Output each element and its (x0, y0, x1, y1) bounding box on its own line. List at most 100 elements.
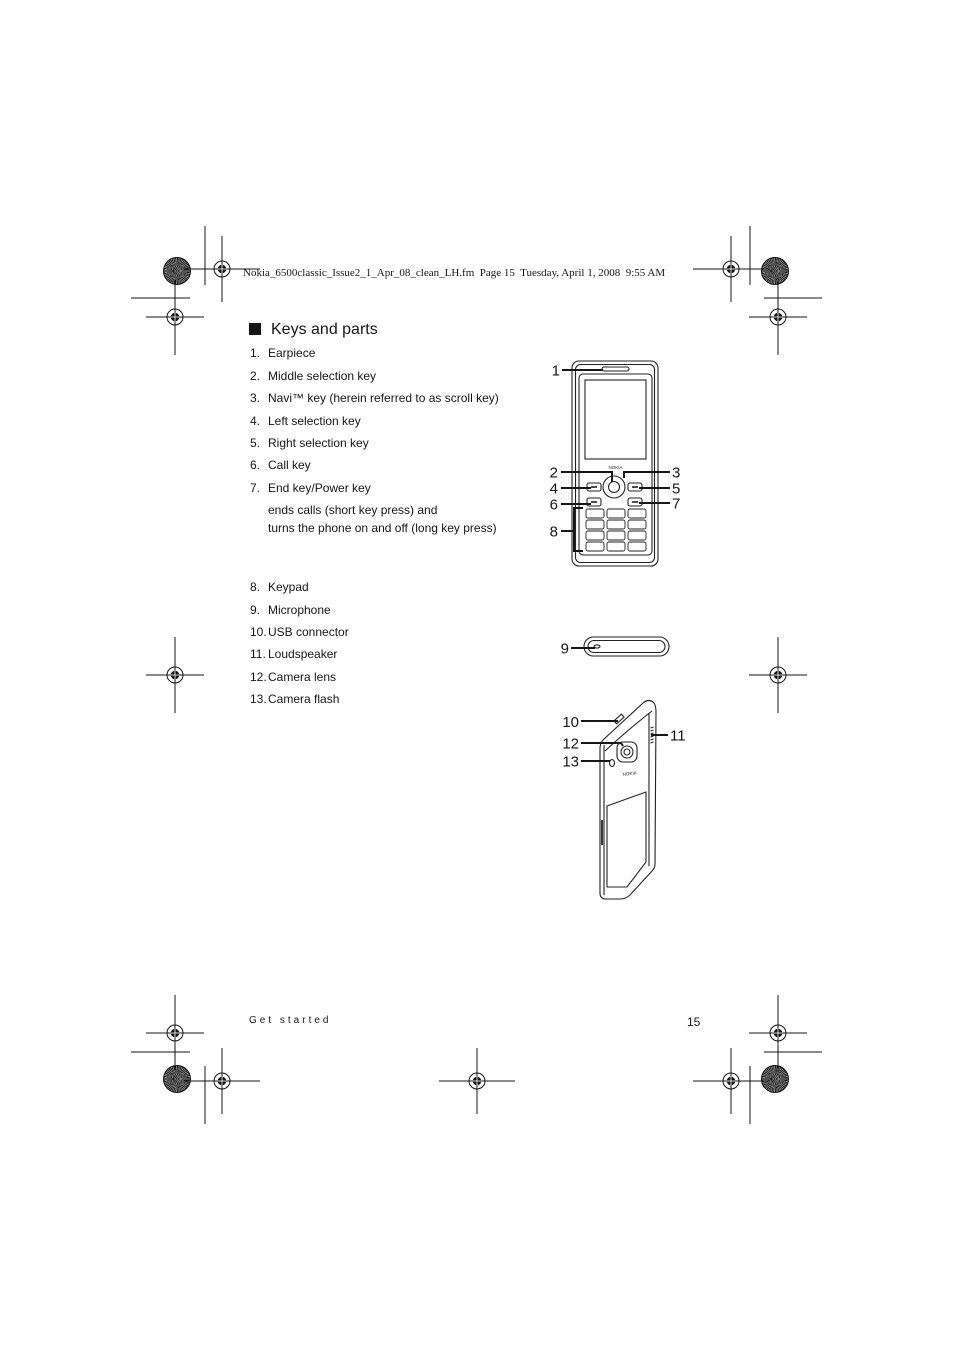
list-item: 2. Middle selection key (250, 368, 540, 384)
list-item-number: 9. (250, 603, 261, 617)
list-item: 5. Right selection key (250, 435, 540, 451)
list-item-number: 2. (250, 369, 261, 383)
list-item-number: 12. (250, 670, 267, 684)
list-item-label: Microphone (268, 603, 331, 617)
callout-label-11: 11 (670, 728, 686, 745)
list-item: 8. Keypad (250, 579, 540, 595)
middle-selection-key (607, 480, 621, 494)
list-item-label: Keypad (268, 580, 309, 594)
printer-star-target (761, 257, 789, 285)
printer-star-target (761, 1065, 789, 1093)
callout-label-4: 4 (550, 481, 558, 498)
heading-bullet-square (249, 323, 261, 335)
usb-connector (613, 713, 625, 725)
list-item-number: 6. (250, 458, 261, 472)
grille-slot (650, 729, 654, 732)
registration-mark (748, 994, 808, 1072)
phone-face-outline (574, 363, 656, 564)
camera-lens (620, 745, 634, 759)
front-brand-logo: NOKIA (608, 465, 622, 470)
callout-label-8: 8 (550, 524, 558, 541)
list-item-label: Navi™ key (herein referred to as scroll … (268, 391, 499, 405)
list-item: 6. Call key (250, 457, 540, 473)
keypad-key (585, 541, 605, 552)
registration-mark (145, 636, 205, 714)
list-item-label: Camera flash (268, 692, 340, 706)
list-item: 1. Earpiece (250, 345, 540, 361)
list-item-label: Left selection key (268, 414, 361, 428)
back-brand-logo: NOKIA (623, 770, 638, 777)
phone-bottom-illustration (583, 636, 670, 657)
keypad-key (627, 541, 647, 552)
list-item-number: 3. (250, 391, 261, 405)
keypad-key (606, 541, 626, 552)
list-item-number: 1. (250, 346, 261, 360)
callout-leader-3 (623, 471, 670, 478)
end-key-note: turns the phone on and off (long key pre… (268, 521, 497, 535)
callout-label-10: 10 (562, 714, 579, 731)
list-item: 13. Camera flash (250, 691, 540, 707)
printer-star-target (163, 1065, 191, 1093)
list-item-label: USB connector (268, 625, 349, 639)
registration-mark (748, 278, 808, 356)
callout-label-9: 9 (561, 641, 569, 658)
registration-mark (145, 994, 205, 1072)
keypad-key (585, 508, 605, 519)
callout-label-12: 12 (562, 736, 579, 753)
keypad-key (606, 508, 626, 519)
registration-mark (183, 1047, 261, 1115)
front-callouts: 1 2 3 4 5 6 7 8 (550, 363, 680, 552)
printer-star-target (163, 257, 191, 285)
list-item-label: Loudspeaker (268, 647, 338, 661)
bottom-callouts: 9 (561, 641, 595, 658)
list-item: 3. Navi™ key (herein referred to as scro… (250, 390, 540, 406)
list-item-label: Call key (268, 458, 311, 472)
list-item: 4. Left selection key (250, 413, 540, 429)
display-screen (584, 379, 647, 460)
front-panel (578, 373, 653, 556)
microphone-hole (593, 644, 601, 649)
earpiece-slot (601, 366, 630, 372)
registration-mark (145, 278, 205, 356)
back-callouts: 10 11 12 13 (562, 714, 685, 771)
section-heading: Keys and parts (249, 319, 378, 341)
list-item-label: Earpiece (268, 346, 316, 360)
list-item-number: 7. (250, 481, 261, 495)
callout-label-7: 7 (672, 496, 680, 513)
scroll-key-ring (602, 475, 626, 499)
list-item-number: 5. (250, 436, 261, 450)
list-item-number: 4. (250, 414, 261, 428)
end-key-note: ends calls (short key press) and (268, 503, 438, 517)
list-item-number: 8. (250, 580, 261, 594)
camera-lens-inner (623, 748, 631, 756)
list-item: 7. End key/Power key (250, 480, 540, 496)
keypad-key (606, 519, 626, 530)
list-item: 11. Loudspeaker (250, 646, 540, 662)
top-face-edge (604, 710, 653, 752)
grille-slot (650, 741, 654, 744)
keypad-bracket (573, 507, 583, 552)
callout-leader-2 (561, 471, 613, 482)
section-title: Keys and parts (271, 321, 378, 338)
phone-back-illustration: NOKIA (599, 699, 657, 900)
list-item-label: Right selection key (268, 436, 369, 450)
callout-label-13: 13 (562, 754, 579, 771)
grille-slot (650, 735, 654, 738)
phone-body-outline (571, 360, 659, 567)
list-item: 12. Camera lens (250, 669, 540, 685)
file-slug: Nokia_6500classic_Issue2_1_Apr_08_clean_… (243, 267, 666, 279)
grille-slot (650, 726, 654, 729)
call-key (586, 497, 602, 507)
list-item: 10. USB connector (250, 624, 540, 640)
camera-module (616, 741, 638, 763)
list-item-number: 13. (250, 692, 267, 706)
registration-mark (692, 1047, 770, 1115)
registration-mark (692, 235, 770, 303)
phone-back-outline (599, 699, 657, 900)
keypad (585, 508, 647, 552)
crop-marks (131, 226, 822, 1124)
footer-section-name: Get started (249, 1015, 332, 1026)
phone-bottom-inner (587, 639, 666, 654)
